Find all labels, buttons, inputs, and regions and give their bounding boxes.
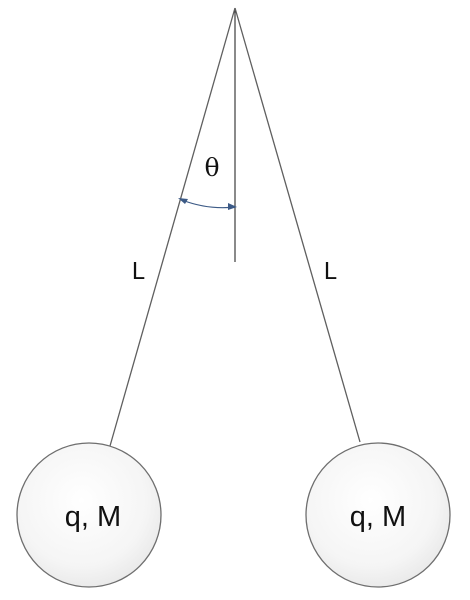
left-ball: [16, 442, 162, 588]
left-string-label: L: [132, 259, 145, 285]
angle-label: θ: [204, 153, 219, 182]
right-string: [234, 7, 361, 443]
right-string-label: L: [324, 259, 337, 285]
angle-arrow-left: [178, 198, 188, 204]
right-ball: [305, 442, 451, 588]
angle-arc: [181, 199, 236, 209]
left-string: [109, 7, 236, 447]
left-ball-label: q, M: [65, 501, 121, 533]
right-ball-label: q, M: [350, 501, 406, 533]
angle-arrow-right: [228, 203, 237, 210]
